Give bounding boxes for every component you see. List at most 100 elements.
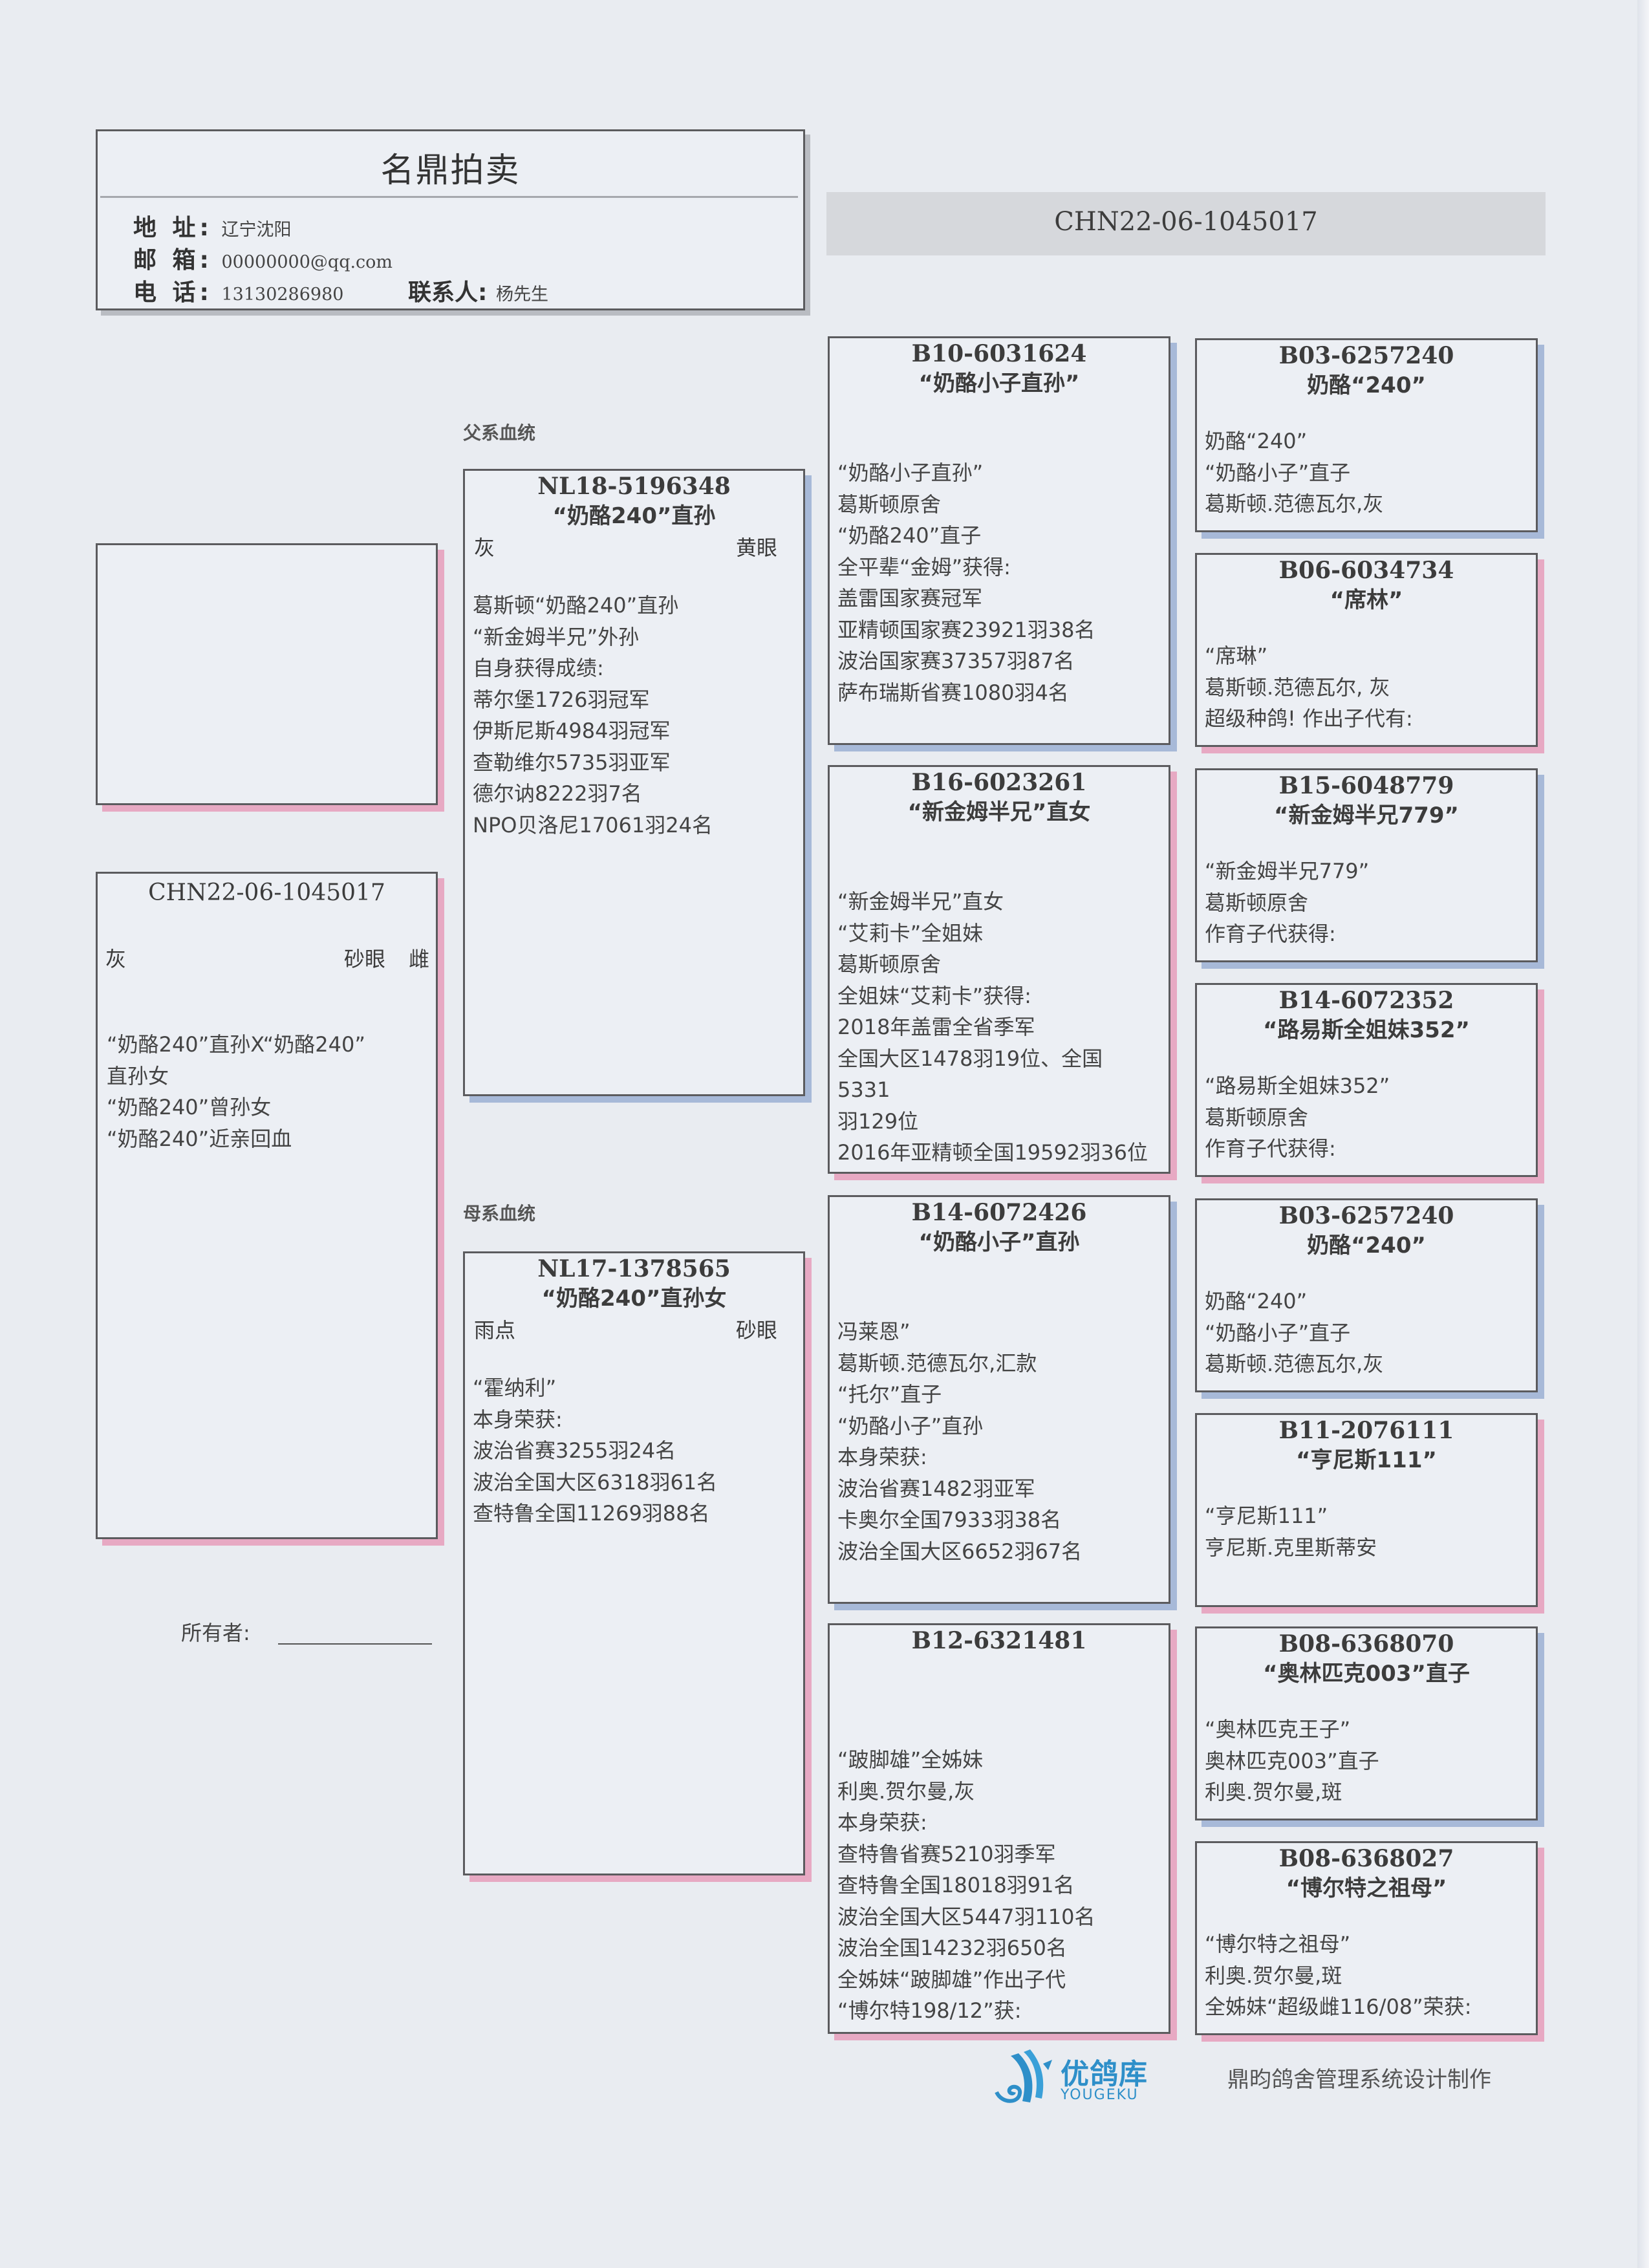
note-line: 波治省赛1482羽亚军 xyxy=(837,1476,1035,1501)
note-line: “奶酪240”直子 xyxy=(837,523,982,548)
note-line: 超级种鸽! 作出子代有: xyxy=(1205,706,1413,731)
email-value: 00000000@qq.com xyxy=(221,252,393,272)
note-line: 查特鲁全国18018羽91名 xyxy=(837,1873,1075,1897)
ggp7-name: “奥林匹克003”直子 xyxy=(1263,1661,1470,1687)
note-line: 葛斯顿原舍 xyxy=(1205,1105,1309,1130)
gp4-name xyxy=(830,1655,1169,1686)
gp1-name: “奶酪小子直孙” xyxy=(918,371,1080,396)
note-line: “博尔特198/12”获: xyxy=(837,1998,1022,2023)
dam-color: 雨点 xyxy=(474,1318,516,1343)
ggp5-notes: 奶酪“240” “奶酪小子”直子 葛斯顿.范德瓦尔,灰 xyxy=(1197,1286,1536,1380)
note-line: 葛斯顿“奶酪240”直孙 xyxy=(473,593,679,618)
note-line: 本身荣获: xyxy=(837,1445,927,1469)
sire-notes: 葛斯顿“奶酪240”直孙 “新金姆半兄”外孙 自身获得成绩: 蒂尔堡1726羽冠… xyxy=(465,590,803,841)
header-divider xyxy=(100,196,798,198)
note-line: 波治全国大区5447羽110名 xyxy=(837,1904,1095,1929)
note-line: 查特鲁全国11269羽88名 xyxy=(473,1501,710,1526)
ggp3-ring: B15-6048779 xyxy=(1278,772,1454,799)
note-line: “席琳” xyxy=(1205,643,1268,668)
gp2-name: “新金姆半兄”直女 xyxy=(907,799,1091,825)
note-line: 全姊妹“跛脚雄”作出子代 xyxy=(837,1967,1066,1992)
note-line: 葛斯顿.范德瓦尔,汇款 xyxy=(837,1350,1037,1376)
note-line: 全姐妹“艾莉卡”获得: xyxy=(837,983,1031,1008)
dam-name: “奶酪240”直孙女 xyxy=(541,1286,727,1312)
ggp6-notes: “亨尼斯111” 亨尼斯.克里斯蒂安 xyxy=(1197,1500,1536,1563)
note-line: “奥林匹克王子” xyxy=(1205,1717,1351,1742)
note-line: 蒂尔堡1726羽冠军 xyxy=(473,687,650,712)
great-grandparent-card-6: B11-2076111 “亨尼斯111” “亨尼斯111” 亨尼斯.克里斯蒂安 xyxy=(1195,1413,1538,1607)
note-line: 卡奥尔全国7933羽38名 xyxy=(837,1507,1062,1532)
ggp6-ring: B11-2076111 xyxy=(1278,1417,1454,1444)
note-line: 2016年亚精顿全国19592羽36位 xyxy=(837,1140,1148,1165)
ggp4-name: “路易斯全姐妹352” xyxy=(1263,1017,1470,1043)
address-label: 地 址: xyxy=(133,215,213,241)
footer-credit: 鼎昀鸽舍管理系统设计制作 xyxy=(1227,2067,1491,2093)
email-row: 邮 箱: 00000000@qq.com xyxy=(133,241,393,275)
ggp1-notes: 奶酪“240” “奶酪小子”直子 葛斯顿.范德瓦尔,灰 xyxy=(1197,426,1536,520)
gp3-ring: B14-6072426 xyxy=(911,1199,1087,1226)
subject-sex: 雌 xyxy=(408,947,429,971)
great-grandparent-card-2: B06-6034734 “席林” “席琳” 葛斯顿.范德瓦尔, 灰 超级种鸽! … xyxy=(1195,553,1538,747)
ggp3-notes: “新金姆半兄779” 葛斯顿原舍 作育子代获得: xyxy=(1197,856,1536,950)
dam-notes: “霍纳利” 本身荣获: 波治省赛3255羽24名 波治全国大区6318羽61名 … xyxy=(465,1372,803,1529)
gp3-name: “奶酪小子”直孙 xyxy=(918,1229,1080,1255)
owner-signature-line[interactable] xyxy=(278,1643,432,1645)
note-line: 利奥.贺尔曼,灰 xyxy=(837,1778,975,1804)
note-line: “跛脚雄”全姊妹 xyxy=(837,1747,984,1772)
note-line: 本身荣获: xyxy=(473,1407,563,1432)
yougeku-logo: 优鸽库 YOUGEKU xyxy=(993,2047,1161,2108)
note-line: 葛斯顿.范德瓦尔,灰 xyxy=(1205,491,1384,516)
ggp7-ring: B08-6368070 xyxy=(1278,1630,1454,1658)
note-line: 利奥.贺尔曼,斑 xyxy=(1205,1780,1342,1804)
phone-label: 电 话: xyxy=(133,279,213,306)
note-line: 奥林匹克003”直子 xyxy=(1205,1748,1379,1773)
sire-ring: NL18-5196348 xyxy=(537,473,731,500)
ggp4-ring: B14-6072352 xyxy=(1278,987,1454,1014)
great-grandparent-card-7: B08-6368070 “奥林匹克003”直子 “奥林匹克王子” 奥林匹克003… xyxy=(1195,1626,1538,1820)
note-line: 作育子代获得: xyxy=(1205,1136,1336,1161)
dam-line-label: 母系血统 xyxy=(463,1203,536,1224)
note-line: 奶酪“240” xyxy=(1205,1289,1308,1313)
ggp6-name: “亨尼斯111” xyxy=(1296,1447,1437,1473)
ggp8-notes: “博尔特之祖母” 利奥.贺尔曼,斑 全姊妹“超级雌116/08”荣获: xyxy=(1197,1928,1536,2023)
note-line: 羽129位 xyxy=(837,1108,919,1134)
great-grandparent-card-1: B03-6257240 奶酪“240” 奶酪“240” “奶酪小子”直子 葛斯顿… xyxy=(1195,338,1538,532)
note-line: 葛斯顿.范德瓦尔, 灰 xyxy=(1205,675,1390,700)
gp1-ring: B10-6031624 xyxy=(911,340,1087,367)
address-value: 辽宁沈阳 xyxy=(221,220,292,240)
gp1-notes: “奶酪小子直孙” 葛斯顿原舍 “奶酪240”直子 全平辈“金姆”获得: 盖雷国家… xyxy=(830,457,1169,708)
grandparent-card-2: B16-6023261 “新金姆半兄”直女 “新金姆半兄”直女 “艾莉卡”全姐妹… xyxy=(828,765,1170,1174)
dam-card: NL17-1378565 “奶酪240”直孙女 雨点 砂眼 “霍纳利” 本身荣获… xyxy=(463,1251,805,1875)
note-line: 德尔讷8222羽7名 xyxy=(473,781,642,806)
subject-attributes: 灰 砂眼雌 xyxy=(98,944,436,975)
note-line: 作育子代获得: xyxy=(1205,922,1336,946)
note-line: “新金姆半兄”直女 xyxy=(837,889,1004,914)
auction-title: 名鼎拍卖 xyxy=(380,151,521,190)
note-line: 本身荣获: xyxy=(837,1810,927,1835)
subject-notes: “奶酪240”直孙X“奶酪240” 直孙女 “奶酪240”曾孙女 “奶酪240”… xyxy=(98,1029,436,1154)
note-line: 查特鲁省赛5210羽季军 xyxy=(837,1841,1056,1866)
ggp8-name: “博尔特之祖母” xyxy=(1286,1875,1447,1901)
note-line: 全姊妹“超级雌116/08”荣获: xyxy=(1205,1994,1472,2019)
sire-eye: 黄眼 xyxy=(735,535,777,560)
note-line: 波治全国14232羽650名 xyxy=(837,1936,1067,1960)
note-line: “奶酪小子”直子 xyxy=(1205,1320,1351,1345)
sire-color: 灰 xyxy=(474,535,495,560)
grandparent-card-4: B12-6321481 “跛脚雄”全姊妹 利奥.贺尔曼,灰 本身荣获: 查特鲁省… xyxy=(828,1623,1170,2034)
note-line: 葛斯顿原舍 xyxy=(837,491,942,517)
logo-en-text: YOUGEKU xyxy=(1061,2087,1139,2103)
note-line: 葛斯顿.范德瓦尔,灰 xyxy=(1205,1352,1384,1376)
subject-ring: CHN22-06-1045017 xyxy=(148,880,385,906)
note-line: 冯莱恩” xyxy=(837,1319,911,1344)
note-line: 波治国家赛37357羽87名 xyxy=(837,649,1075,673)
swirl-wing-icon xyxy=(995,2049,1052,2103)
ring-number-banner: CHN22-06-1045017 xyxy=(826,192,1546,255)
note-line: 波治省赛3255羽24名 xyxy=(473,1438,676,1463)
gp3-notes: 冯莱恩” 葛斯顿.范德瓦尔,汇款 “托尔”直子 “奶酪小子”直孙 本身荣获: 波… xyxy=(830,1316,1169,1567)
logo-cn-text: 优鸽库 xyxy=(1061,2058,1148,2091)
page-edge xyxy=(1637,0,1649,2268)
contact-value: 杨先生 xyxy=(495,285,548,305)
auction-header-card: 名鼎拍卖 地 址: 辽宁沈阳 邮 箱: 00000000@qq.com 电 话:… xyxy=(96,129,805,310)
note-line: “托尔”直子 xyxy=(837,1382,942,1407)
address-row: 地 址: 辽宁沈阳 xyxy=(133,209,291,243)
